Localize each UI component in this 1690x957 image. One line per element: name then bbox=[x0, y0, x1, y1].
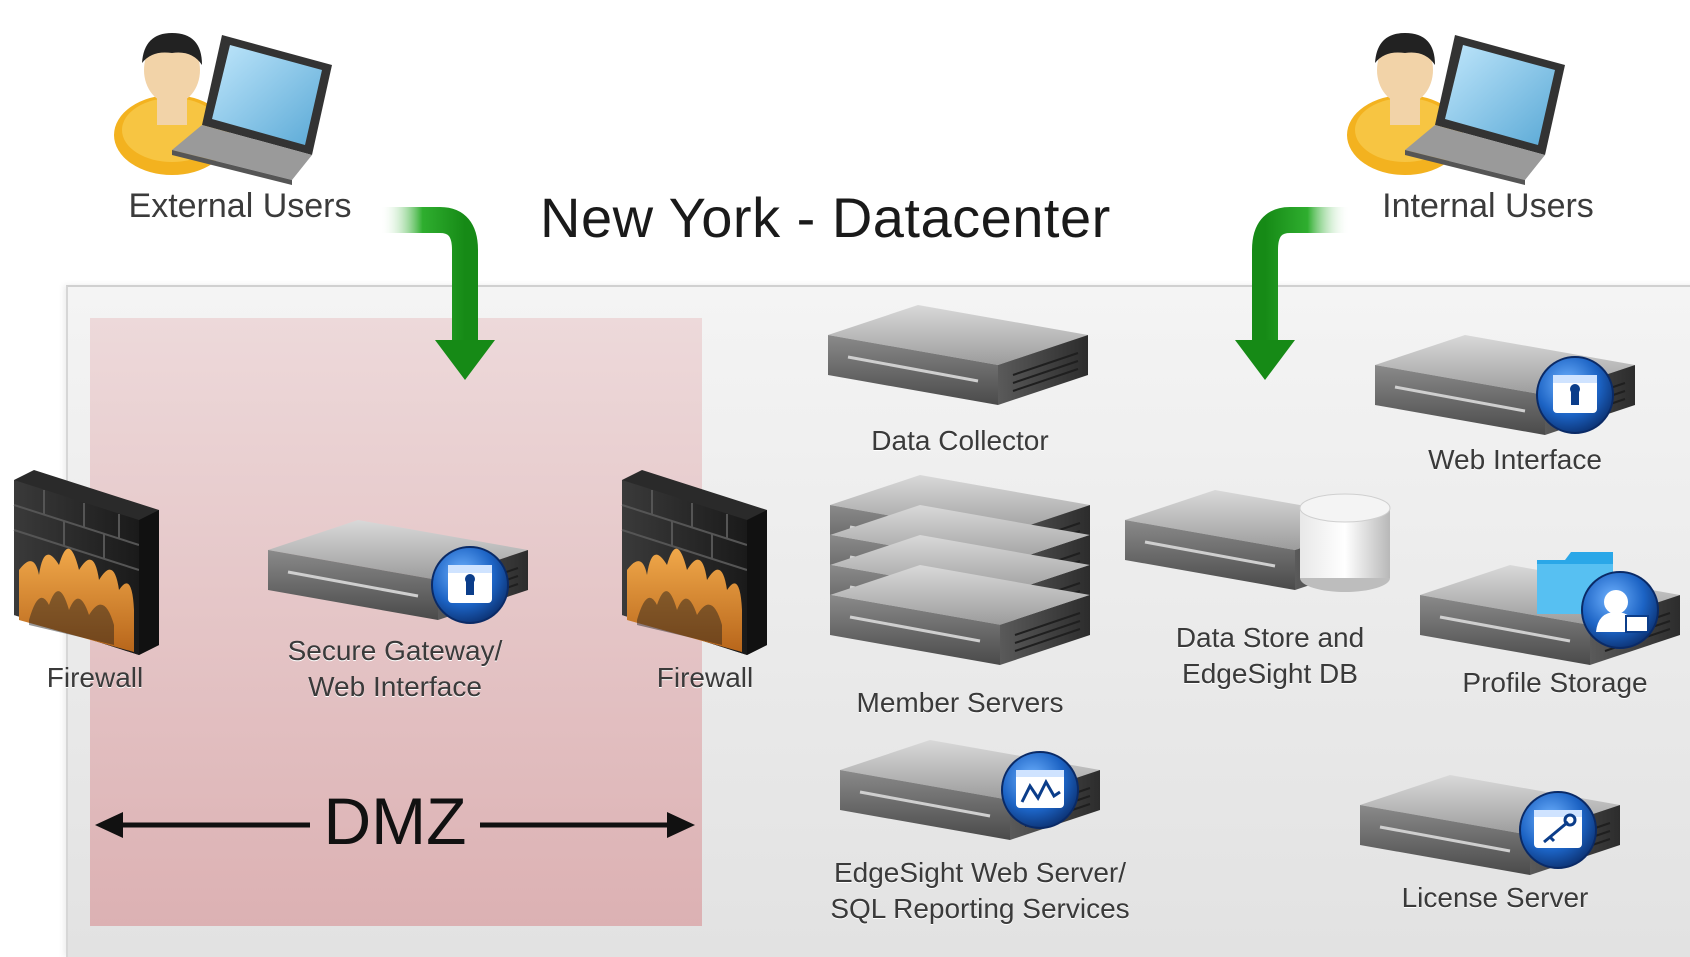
firewall-right-label: Firewall bbox=[656, 662, 754, 693]
server-icon bbox=[828, 473, 1092, 667]
firewall-icon bbox=[13, 469, 160, 656]
license-server-label: License Server bbox=[1401, 882, 1589, 913]
lock-badge-icon bbox=[1536, 356, 1614, 434]
external-users-label: External Users bbox=[128, 187, 352, 225]
internal-users-label: Internal Users bbox=[1382, 187, 1594, 225]
chart-badge-icon bbox=[1001, 751, 1079, 829]
edgesight-label-line2: SQL Reporting Services bbox=[830, 893, 1130, 924]
user-icon bbox=[114, 33, 332, 185]
user-icon bbox=[1347, 33, 1565, 185]
web-interface-label: Web Interface bbox=[1428, 444, 1602, 475]
data-collector-label: Data Collector bbox=[871, 425, 1049, 456]
secure-gateway-label-line2: Web Interface bbox=[308, 671, 482, 702]
dmz-label: DMZ bbox=[323, 784, 467, 858]
database-icon bbox=[1299, 493, 1391, 592]
double-arrow-icon bbox=[95, 812, 695, 838]
lock-badge-icon bbox=[431, 546, 509, 624]
arrow-down-icon bbox=[1235, 207, 1350, 380]
data-store-label-line1: Data Store and bbox=[1175, 622, 1365, 653]
diagram-title: New York - Datacenter bbox=[540, 186, 1111, 249]
firewall-icon bbox=[621, 469, 768, 656]
server-icon bbox=[826, 303, 1090, 407]
data-store-label-line2: EdgeSight DB bbox=[1182, 658, 1358, 689]
key-badge-icon bbox=[1519, 791, 1597, 869]
profile-storage-label: Profile Storage bbox=[1462, 667, 1648, 698]
arrow-down-icon bbox=[380, 207, 495, 380]
profile-badge-icon bbox=[1581, 571, 1659, 649]
edgesight-label-line1: EdgeSight Web Server/ bbox=[833, 857, 1127, 888]
member-servers-label: Member Servers bbox=[856, 687, 1064, 718]
secure-gateway-label-line1: Secure Gateway/ bbox=[287, 635, 503, 666]
firewall-left-label: Firewall bbox=[46, 662, 144, 693]
